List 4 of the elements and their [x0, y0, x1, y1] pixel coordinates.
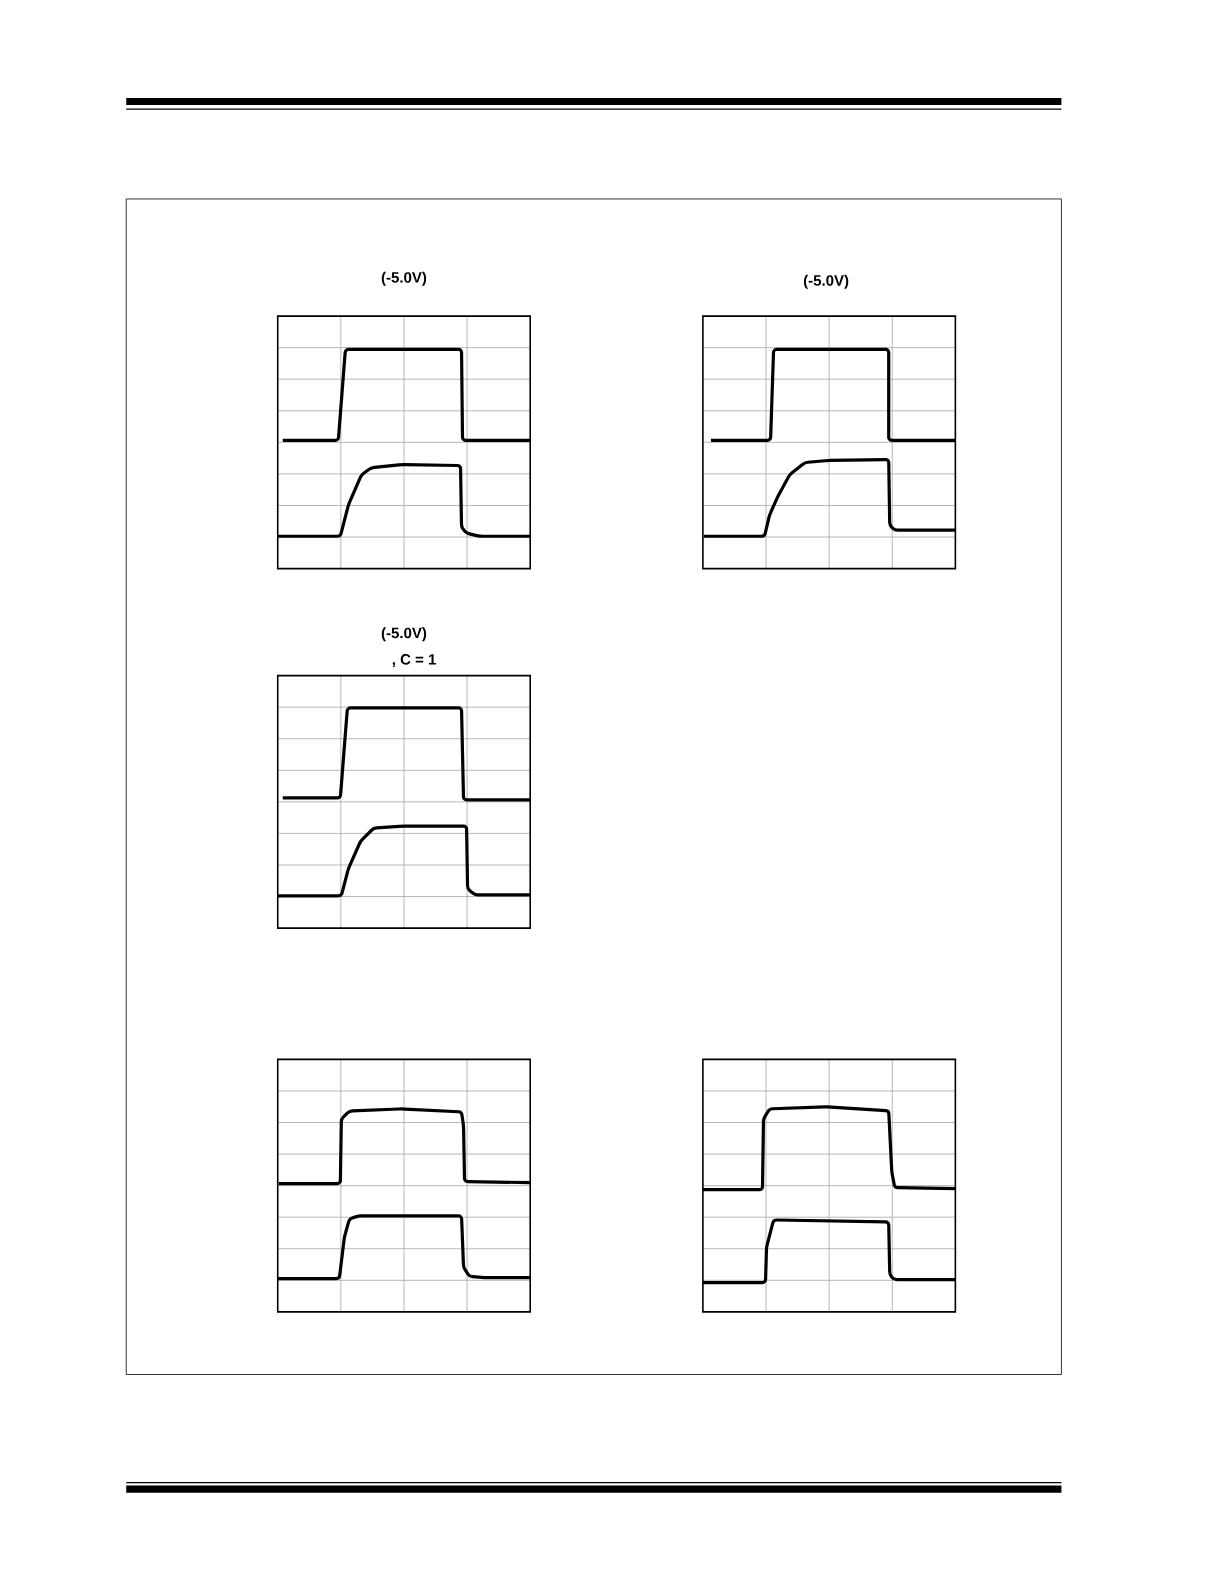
plot-title: (-5.0V)	[381, 271, 427, 286]
plot-title: , C = 1	[392, 654, 436, 667]
plot-title: (-5.0V)	[803, 274, 849, 289]
plot-title: (-5.0V)	[381, 627, 427, 642]
